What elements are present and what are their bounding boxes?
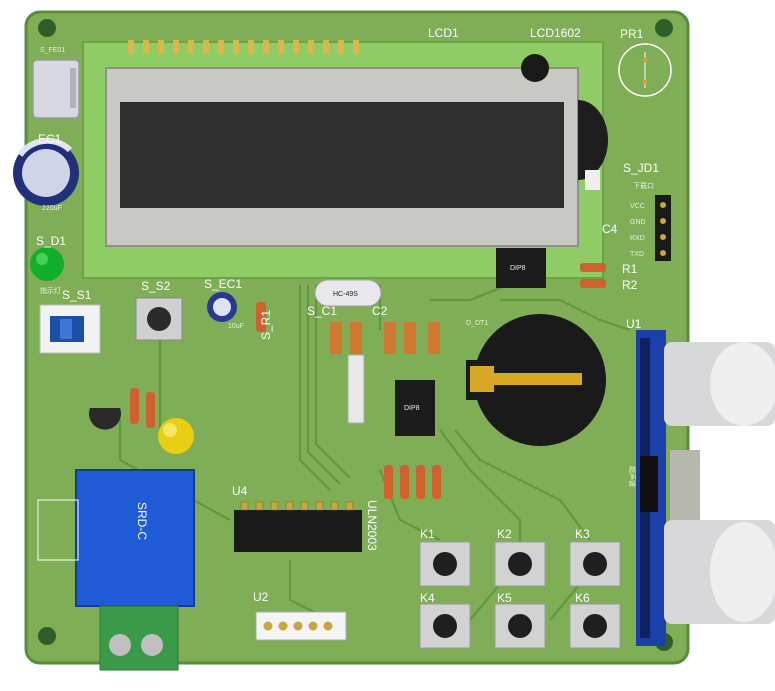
- resistors-r1-r2: R1 R2 C4: [580, 222, 638, 292]
- chip-dip8-mid: DIP8: [395, 380, 435, 436]
- connector-u2: U2: [253, 590, 347, 641]
- usb-connector: S_FE01: [32, 47, 80, 119]
- key-k5[interactable]: K5: [494, 591, 546, 649]
- terminal-block: [99, 605, 179, 671]
- led-yellow: [158, 418, 194, 454]
- relay-srd-c: SRD-C: [37, 469, 195, 607]
- s-ec1-label: S_EC1: [204, 277, 242, 291]
- k3-label: K3: [575, 527, 590, 541]
- s-jd1-label: S_JD1: [623, 161, 659, 175]
- lcd-screen: [120, 102, 564, 208]
- txd-label: TXD: [630, 251, 644, 258]
- lcd-pin-header: [128, 40, 359, 54]
- chip-dip8-top: DIP8: [496, 248, 546, 288]
- capacitor-ec1: EC1 220uF: [13, 132, 79, 212]
- capacitor-s-ec1: S_EC1 10uF: [204, 277, 244, 330]
- s-c1-label: S_C1: [307, 304, 337, 318]
- k6-label: K6: [575, 591, 590, 605]
- switch-s-s1: S_S1: [39, 288, 101, 354]
- ultrasonic-u1: U1 超声波: [626, 317, 775, 646]
- k5-label: K5: [497, 591, 512, 605]
- uln-label: ULN2003: [365, 500, 379, 551]
- resistor-s-r1: S_R1: [256, 302, 273, 340]
- crystal: HC-49S: [314, 279, 382, 424]
- u1-label: U1: [626, 317, 642, 331]
- s-s2-label: S_S2: [141, 279, 171, 293]
- vcc-label: VCC: [630, 203, 645, 210]
- button-s-s2[interactable]: S_S2: [135, 279, 183, 341]
- resistor-row: [384, 465, 441, 499]
- s-fe01-label: S_FE01: [40, 47, 65, 54]
- relay-label: SRD-C: [135, 502, 149, 540]
- chip-uln2003: U4 ULN2003: [232, 484, 379, 552]
- ultrasonic-label: 超声波: [628, 466, 637, 487]
- battery-holder: D_DT1: [466, 314, 606, 446]
- c2-label: C2: [372, 304, 388, 318]
- rxd-label: RXD: [630, 235, 645, 242]
- small-resistors-left: [130, 388, 155, 428]
- capacitors-row: S_C1 C2: [307, 304, 440, 354]
- ec1-value: 220uF: [42, 205, 62, 212]
- photoresistor-pr1: PR1: [618, 27, 672, 97]
- key-k4[interactable]: K4: [419, 591, 471, 649]
- s-d1-label: S_D1: [36, 234, 66, 248]
- lcd1602-label: LCD1602: [530, 26, 581, 40]
- gnd-label: GND: [630, 219, 646, 226]
- u2-label: U2: [253, 590, 269, 604]
- k1-label: K1: [420, 527, 435, 541]
- transistor: [88, 408, 121, 430]
- pcb-traces: [118, 278, 631, 621]
- pr1-label: PR1: [620, 27, 644, 41]
- key-k3[interactable]: K3: [569, 527, 621, 587]
- r2-label: R2: [622, 278, 638, 292]
- ec1-label: EC1: [38, 132, 62, 146]
- download-header: S_JD1 下载口 VCC GND RXD TXD: [623, 161, 671, 261]
- battery-label: D_DT1: [466, 320, 488, 327]
- crystal-label: HC-49S: [333, 291, 358, 298]
- c4-label: C4: [602, 222, 618, 236]
- s-r1-label: S_R1: [259, 310, 273, 340]
- k4-label: K4: [420, 591, 435, 605]
- s-ec1-value: 10uF: [228, 323, 244, 330]
- dip-label: DIP8: [510, 265, 526, 272]
- u4-label: U4: [232, 484, 248, 498]
- key-k6[interactable]: K6: [569, 591, 621, 649]
- s-s1-label: S_S1: [62, 288, 92, 302]
- key-k1[interactable]: K1: [419, 527, 471, 587]
- led-s-d1: S_D1 指示灯: [30, 234, 66, 295]
- key-k2[interactable]: K2: [494, 527, 546, 587]
- lcd1-label: LCD1: [428, 26, 459, 40]
- download-port-label: 下载口: [633, 181, 654, 190]
- r1-label: R1: [622, 262, 638, 276]
- d1-note: 指示灯: [40, 286, 61, 295]
- lcd-module: LCD1 LCD1602: [82, 26, 608, 279]
- dip2-label: DIP8: [404, 405, 420, 412]
- k2-label: K2: [497, 527, 512, 541]
